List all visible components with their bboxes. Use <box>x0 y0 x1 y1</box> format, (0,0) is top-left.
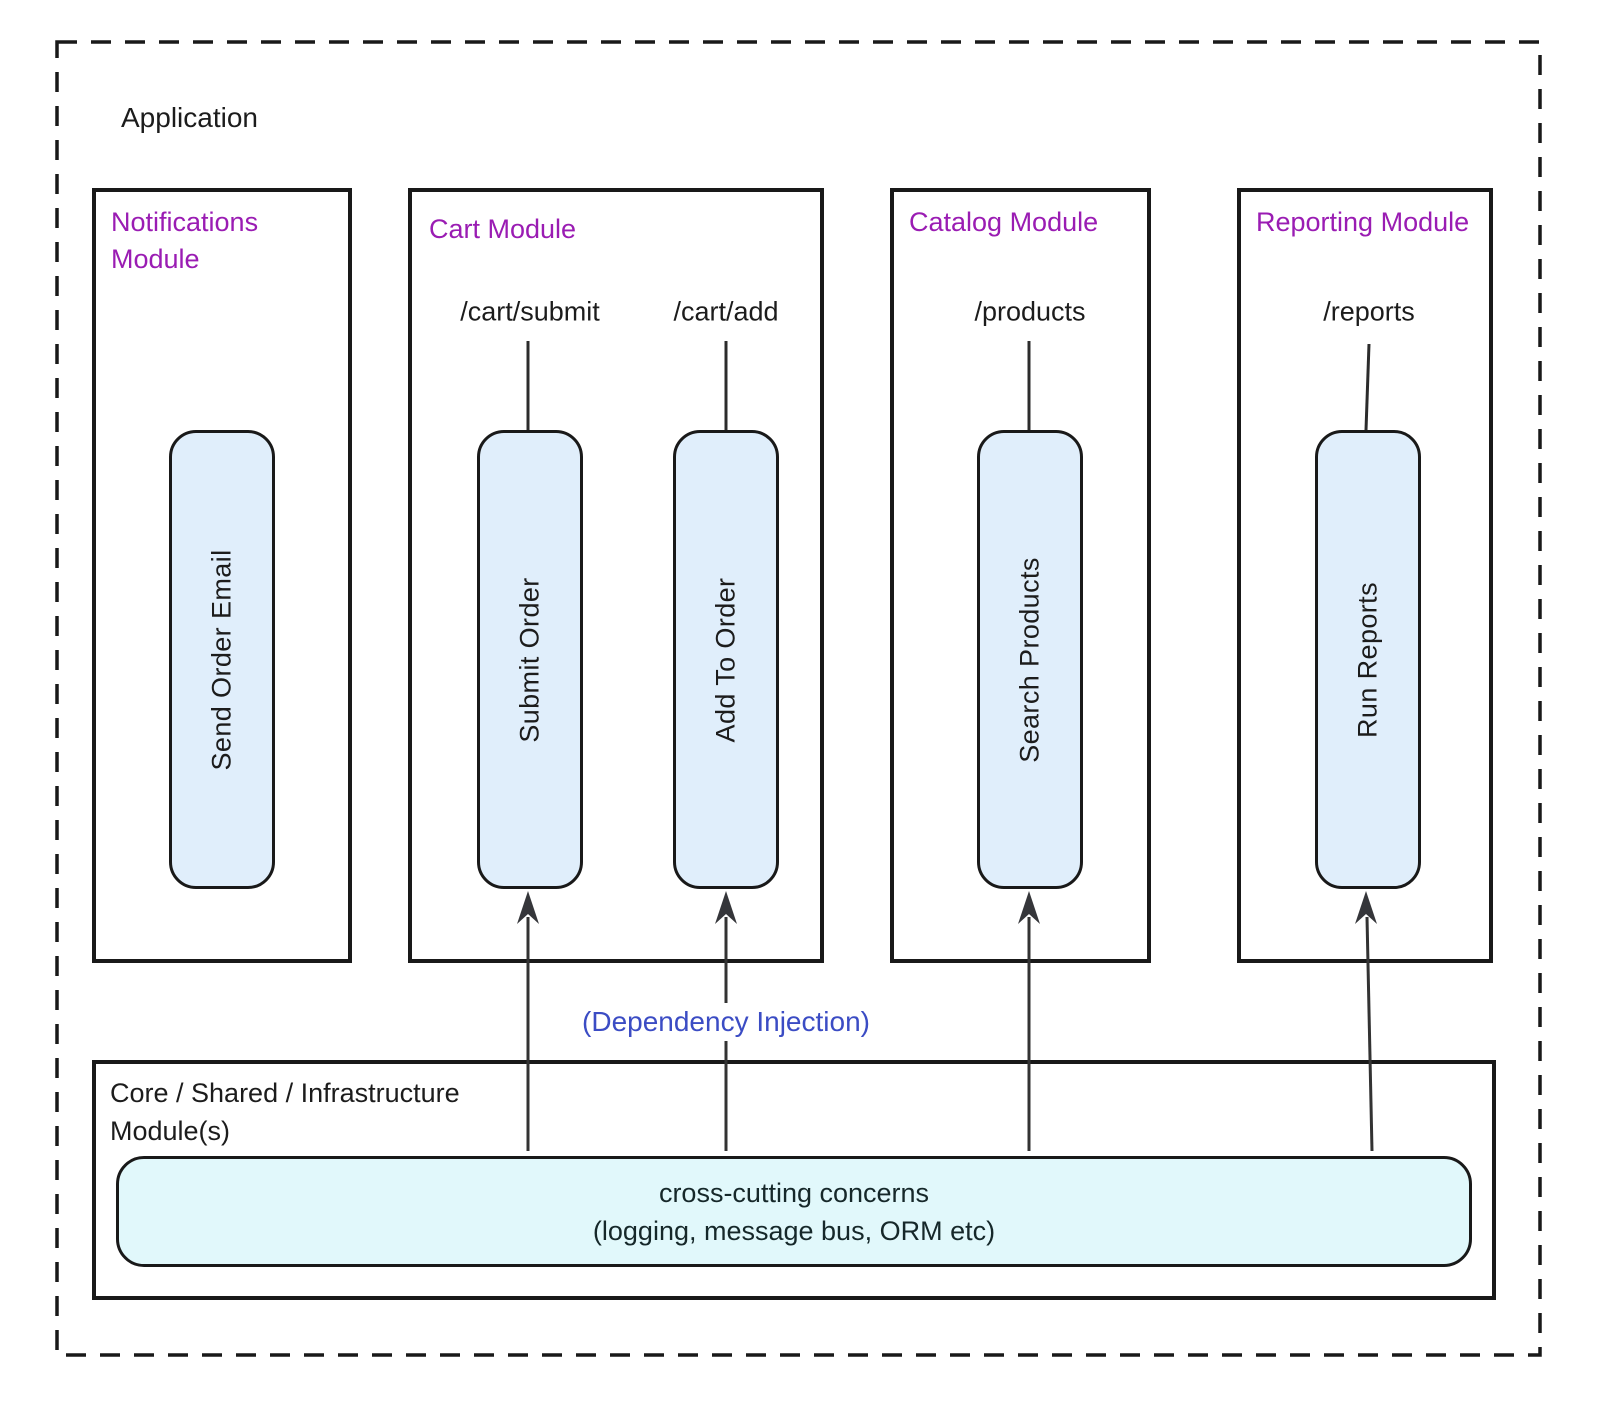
dependency-injection-label: (Dependency Injection) <box>572 1003 880 1041</box>
route-label-cart-submit: /cart/submit <box>460 296 600 327</box>
module-title-notifications: Notifications Module <box>111 207 259 274</box>
cross-cutting-box: cross-cutting concerns (logging, message… <box>116 1156 1472 1267</box>
core-module-title-line1: Core / Shared / Infrastructure <box>110 1078 460 1108</box>
handler-label-send-order-email: Send Order Email <box>206 549 237 770</box>
cross-cutting-line2: (logging, message bus, ORM etc) <box>592 1215 996 1246</box>
handler-pill-run-reports: Run Reports <box>1315 430 1421 889</box>
core-module-title: Core / Shared / Infrastructure Module(s) <box>110 1074 460 1150</box>
route-label-reports: /reports <box>1323 296 1415 327</box>
handler-pill-search-products: Search Products <box>977 430 1083 889</box>
handler-label-submit-order: Submit Order <box>514 576 545 743</box>
cross-cutting-line1: cross-cutting concerns <box>658 1177 930 1208</box>
handler-label-search-products: Search Products <box>1014 556 1045 763</box>
module-title-reporting: Reporting Module <box>1256 207 1470 237</box>
module-title-cart: Cart Module <box>429 214 577 244</box>
handler-pill-submit-order: Submit Order <box>477 430 583 889</box>
handler-pill-add-to-order: Add To Order <box>673 430 779 889</box>
route-label-cart-add: /cart/add <box>673 296 779 327</box>
handler-label-run-reports: Run Reports <box>1352 581 1383 738</box>
route-label-products: /products <box>974 296 1086 327</box>
handler-pill-send-order-email: Send Order Email <box>169 430 275 889</box>
core-module-box: Core / Shared / Infrastructure Module(s)… <box>92 1060 1496 1300</box>
module-title-catalog: Catalog Module <box>909 207 1099 237</box>
core-module-title-line2: Module(s) <box>110 1116 231 1146</box>
application-label: Application <box>121 102 258 133</box>
handler-label-add-to-order: Add To Order <box>710 577 741 742</box>
